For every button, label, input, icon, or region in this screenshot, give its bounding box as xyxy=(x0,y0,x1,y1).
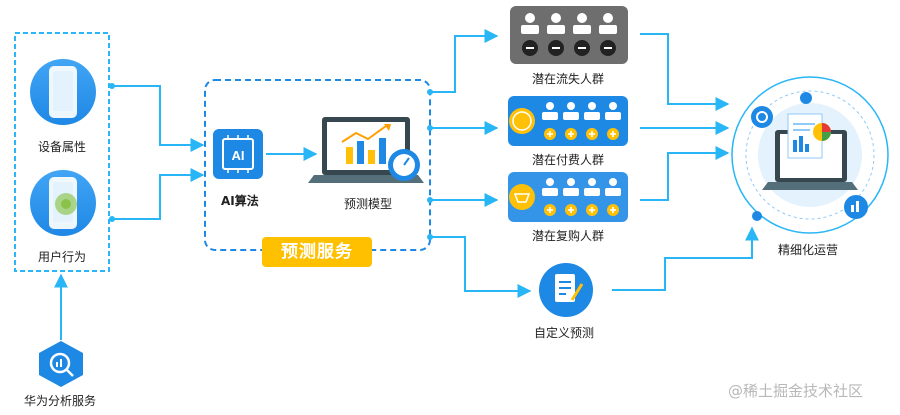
analytics-service-label: 华为分析服务 xyxy=(24,394,97,408)
churn-users-icon xyxy=(510,6,628,64)
arrow-service-to-custom xyxy=(430,236,532,298)
input-frame xyxy=(14,32,110,272)
custom-prediction-icon xyxy=(539,263,593,317)
laptop-chart-icon xyxy=(308,117,424,183)
service-frame xyxy=(204,79,431,251)
ai-chip-icon: AI xyxy=(213,129,263,179)
analytics-icon xyxy=(39,341,83,387)
arrow-device-to-service xyxy=(112,85,205,152)
touch-icon xyxy=(30,170,96,236)
watermark: @稀土掘金技术社区 xyxy=(728,382,864,400)
device-attribute-label: 设备属性 xyxy=(38,140,87,154)
refined-operation-label: 精细化运营 xyxy=(778,243,839,257)
phone-icon xyxy=(30,59,96,125)
arrow-behavior-to-service xyxy=(112,168,205,220)
repurchase-users-icon xyxy=(508,172,628,222)
churn-group-label: 潜在流失人群 xyxy=(532,72,605,86)
paying-users-icon xyxy=(508,96,628,146)
paying-group-label: 潜在付费人群 xyxy=(532,153,605,167)
user-behavior-label: 用户行为 xyxy=(38,250,87,264)
repurchase-group-label: 潜在复购人群 xyxy=(532,229,605,243)
arrow-service-to-churn xyxy=(430,29,499,93)
arrow-churn-to-operation xyxy=(640,33,730,111)
arrow-custom-to-operation xyxy=(612,226,759,291)
ai-algorithm-label: AI算法 xyxy=(221,194,259,208)
svg-text:AI: AI xyxy=(232,148,245,163)
operation-dashboard-icon xyxy=(731,76,889,234)
custom-prediction-label: 自定义预测 xyxy=(534,326,595,340)
arrow-repurchase-to-operation xyxy=(640,146,730,201)
prediction-model-label: 预测模型 xyxy=(344,197,393,211)
prediction-service-badge: 预测服务 xyxy=(262,237,372,267)
